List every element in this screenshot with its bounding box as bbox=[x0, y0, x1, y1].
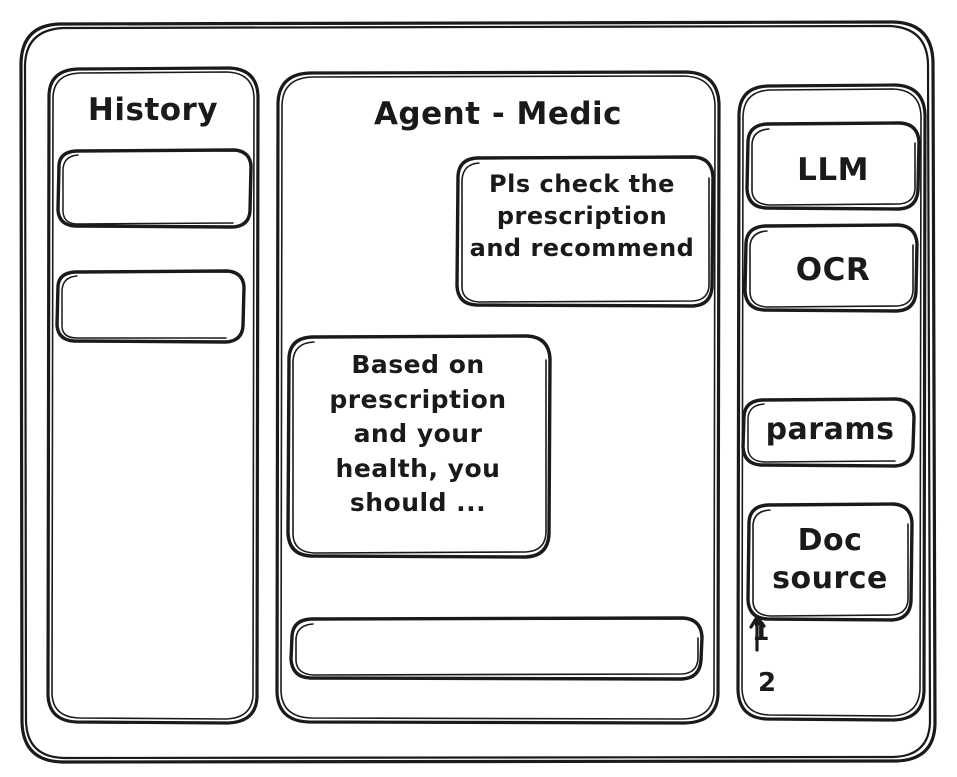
user-message-text: Pls check the prescription and recommend bbox=[469, 170, 695, 263]
tool-button-ocr-outline[interactable] bbox=[743, 223, 919, 313]
history-panel-outline bbox=[46, 66, 260, 725]
tool-button-doc-source-label[interactable]: Doc source bbox=[772, 523, 888, 597]
agent-panel-outline bbox=[275, 70, 721, 725]
tool-button-llm-label[interactable]: LLM bbox=[797, 152, 869, 188]
user-message-bubble-outline bbox=[455, 155, 715, 308]
tool-button-params-label[interactable]: params bbox=[765, 412, 895, 447]
tool-button-params-outline[interactable] bbox=[741, 397, 916, 468]
window-frame bbox=[19, 20, 937, 764]
history-item-1-outline[interactable] bbox=[56, 148, 253, 229]
agent-message-bubble-outline bbox=[286, 334, 552, 559]
agent-message-text: Based on prescription and your health, y… bbox=[329, 350, 507, 517]
tool-button-llm-outline[interactable] bbox=[745, 121, 921, 211]
composer-input-outline[interactable] bbox=[289, 616, 704, 681]
tool-button-ocr-label[interactable]: OCR bbox=[795, 252, 871, 288]
history-panel-title: History bbox=[87, 92, 219, 128]
tools-panel-outline bbox=[736, 83, 927, 722]
tool-button-doc-source-outline[interactable] bbox=[746, 502, 914, 622]
history-item-2-outline[interactable] bbox=[55, 269, 246, 344]
doc-source-marker-1: 1 bbox=[752, 617, 770, 646]
doc-source-marker-2: 2 bbox=[758, 668, 777, 698]
doc-source-marker-tick bbox=[749, 615, 766, 652]
agent-panel-title: Agent - Medic bbox=[373, 96, 623, 132]
